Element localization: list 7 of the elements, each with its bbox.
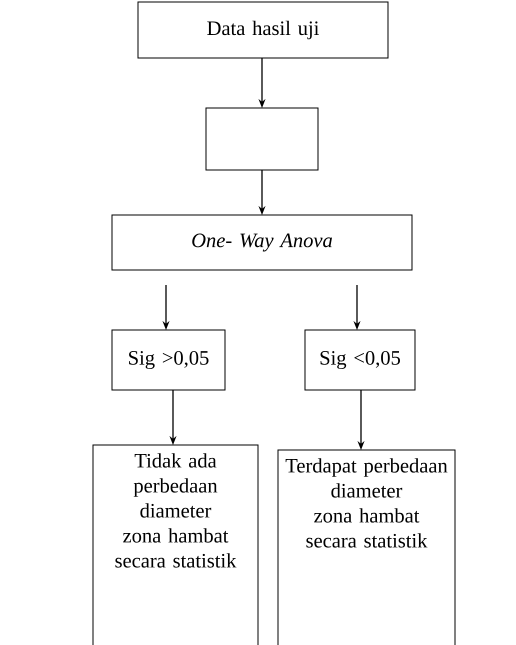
process-box: Tidak ada perbedaan diameter zona hambat secara statistik xyxy=(92,444,258,645)
process-box: Terdapat perbedaan diameter zona hambat secara statistik xyxy=(278,450,456,645)
process-box: Data hasil uji xyxy=(138,2,388,58)
process-box xyxy=(206,108,318,170)
process-box: One- Way Anova xyxy=(112,214,412,270)
process-box: Sig <0,05 xyxy=(304,330,416,390)
process-box: Sig >0,05 xyxy=(112,330,226,390)
